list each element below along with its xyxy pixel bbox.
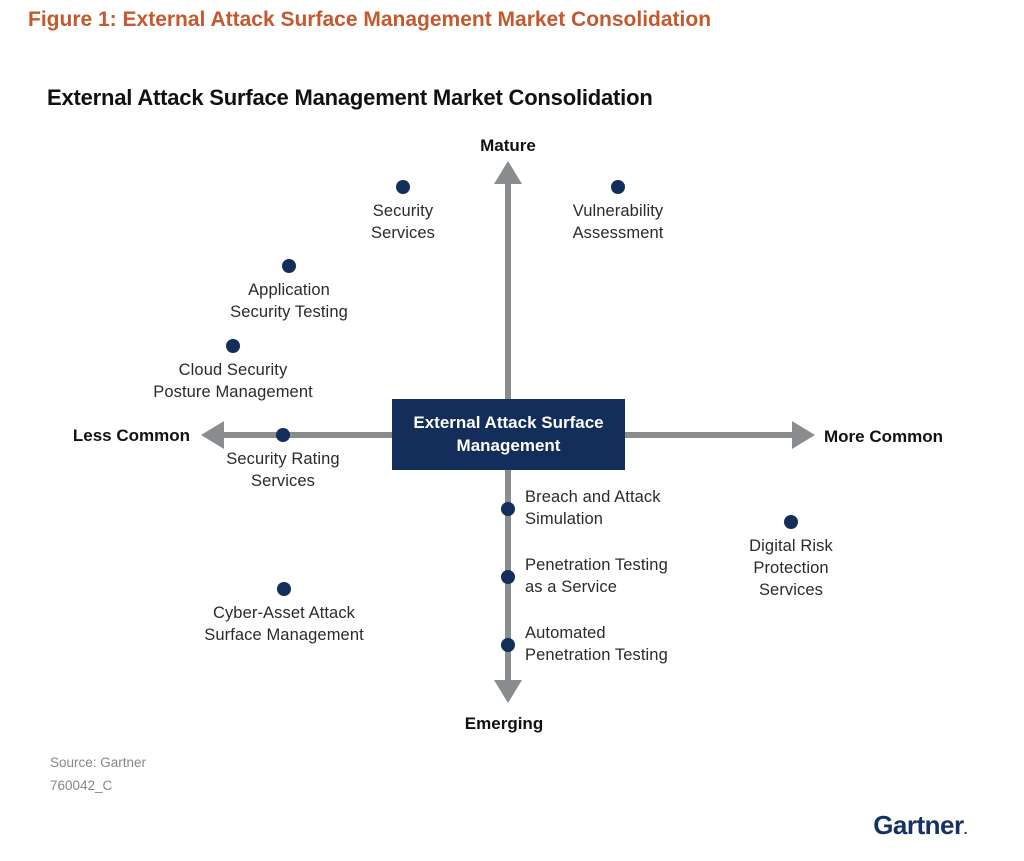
arrowhead-left-icon	[201, 421, 224, 449]
data-point-label: Application Security Testing	[230, 281, 348, 321]
data-point-dot	[784, 515, 798, 529]
source-line: Source: Gartner	[50, 755, 147, 770]
data-point-dot	[282, 259, 296, 273]
data-point-dot	[501, 638, 515, 652]
source-note: Source: Gartner 760042_C	[50, 752, 146, 798]
data-point-dot	[226, 339, 240, 353]
data-point-dot	[276, 428, 290, 442]
data-point-label: Cloud Security Posture Management	[153, 361, 313, 401]
axis-label-mature: Mature	[480, 136, 536, 155]
arrowhead-right-icon	[792, 421, 815, 449]
arrowhead-up-icon	[494, 161, 522, 184]
data-point-label: Breach and Attack Simulation	[525, 488, 661, 528]
document-id: 760042_C	[50, 777, 113, 793]
gartner-logo-mark: .	[963, 821, 968, 837]
data-point-label: Security Rating Services	[226, 450, 340, 490]
chart-title: External Attack Surface Management Marke…	[47, 85, 653, 110]
data-point-dot	[396, 180, 410, 194]
data-point-label: Automated Penetration Testing	[525, 624, 668, 664]
data-point-label: Digital Risk Protection Services	[749, 537, 833, 599]
gartner-logo-text: Gartner	[873, 810, 964, 840]
center-box-easm: External Attack Surface Management	[392, 399, 625, 470]
data-point-label: Vulnerability Assessment	[572, 202, 664, 242]
gartner-logo: Gartner.	[873, 810, 967, 841]
data-point-dot	[611, 180, 625, 194]
axis-label-emerging: Emerging	[464, 714, 544, 733]
arrowhead-down-icon	[494, 680, 522, 703]
figure-title: Figure 1: External Attack Surface Manage…	[28, 8, 712, 31]
data-point-dot	[501, 502, 515, 516]
data-point-label: Penetration Testing as a Service	[525, 556, 668, 596]
data-point-label: Security Services	[370, 202, 436, 242]
center-box-label: External Attack Surface Management	[413, 413, 604, 455]
axis-label-less-common: Less Common	[72, 426, 190, 445]
data-point-dot	[277, 582, 291, 596]
data-point-label: Cyber-Asset Attack Surface Management	[204, 604, 364, 644]
data-point-dot	[501, 570, 515, 584]
axis-label-more-common: More Common	[824, 427, 943, 446]
